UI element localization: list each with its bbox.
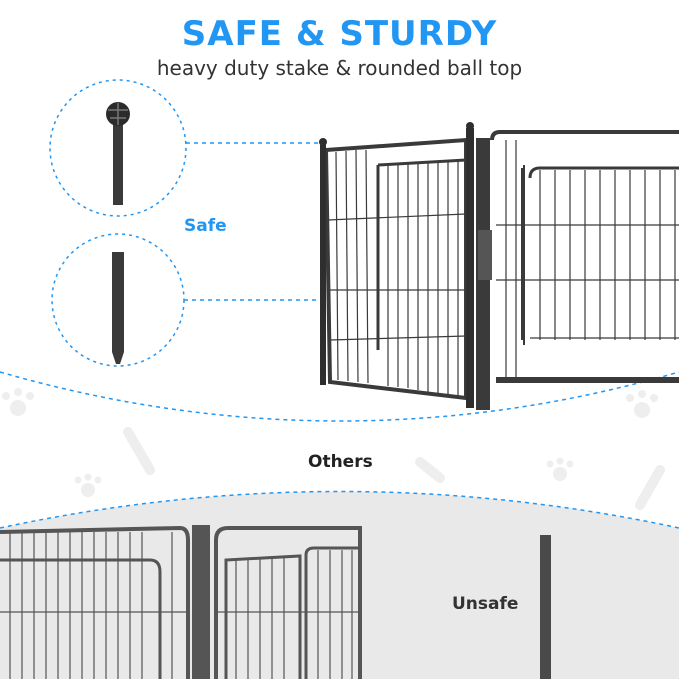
page-title: SAFE & STURDY [181, 14, 498, 54]
decorative-paw-icon [2, 388, 658, 497]
ball-top-detail [106, 102, 130, 205]
others-fence-image [0, 525, 362, 679]
unsafe-stake-image [540, 535, 551, 679]
unsafe-label: Unsafe [452, 594, 519, 614]
ball-top-callout-circle [49, 79, 187, 217]
decorative-bone-icon [123, 427, 665, 510]
stake-detail [112, 252, 124, 364]
page-subtitle: heavy duty stake & rounded ball top [156, 56, 523, 80]
safe-label: Safe [184, 216, 227, 236]
safe-divider-line [0, 371, 679, 422]
safe-fence-image [319, 122, 679, 410]
others-background [0, 491, 679, 679]
others-divider-line [0, 490, 679, 529]
others-label: Others [308, 452, 373, 472]
